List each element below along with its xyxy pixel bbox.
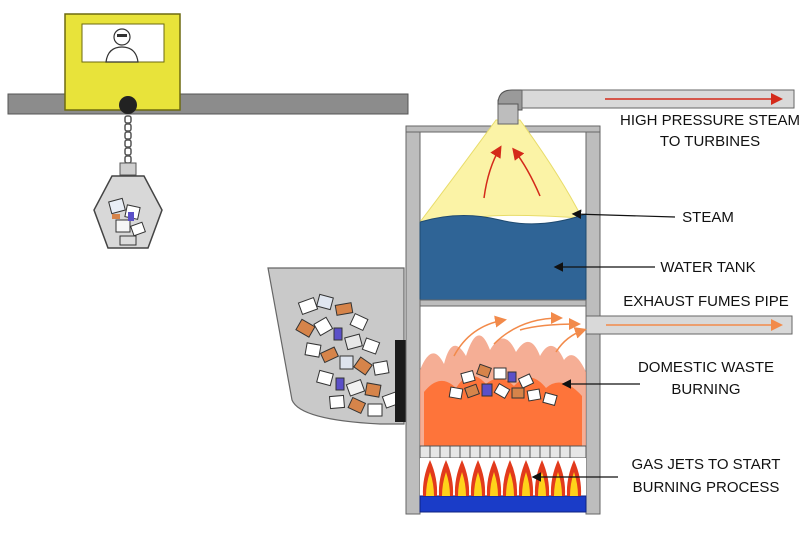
gas-flame-inner [442,472,450,496]
flame-arrow-1 [453,315,507,357]
gas-flame-inner [554,472,562,496]
gas-flame-inner [506,472,514,496]
crane-chain [124,115,132,164]
waste-label-line1: DOMESTIC WASTE [638,359,774,376]
trolley-wheel [119,96,137,114]
exhaust-label: EXHAUST FUMES PIPE [623,293,789,310]
gas-label-line1: GAS JETS TO START [632,456,781,473]
gas-flame-inner [474,472,482,496]
steam-arrow-2 [512,147,541,197]
burning-waste-pile [448,363,558,406]
crane-operator-icon [105,28,139,63]
tank-base-plate [419,299,587,307]
waste-hopper [267,267,405,425]
hopper-waste-pile [295,293,401,417]
gas-flame-inner [522,472,530,496]
steam-outlet-pipe [497,89,795,125]
fire-core [424,375,582,446]
flame-arrow-2 [493,312,563,345]
steam-arrow-1 [483,145,502,199]
gas-flame-inner [538,472,546,496]
steam-out-label-line1: HIGH PRESSURE STEAM [620,112,800,129]
steam-label: STEAM [682,209,734,226]
flame-arrow-4 [555,327,587,353]
gas-flame-inner [426,472,434,496]
gas-flames [422,460,582,496]
water-tank-label: WATER TANK [660,259,755,276]
gas-flame-inner [458,472,466,496]
burner-grate [419,445,587,459]
chamber-left-wall [405,125,421,515]
steam-pointer [571,209,676,220]
steam-cloud [418,119,583,223]
flame-arrow-3 [519,318,581,331]
steam-out-label-line2: TO TURBINES [660,133,760,150]
gas-flame-inner [570,472,578,496]
waste-label-line2: BURNING [671,381,740,398]
claw-grab-icon [93,162,163,249]
gas-flame-inner [490,472,498,496]
crane-cab [64,13,181,111]
water-tank [419,213,587,301]
hopper-door [395,340,407,422]
gas-label-line2: BURNING PROCESS [633,479,780,496]
